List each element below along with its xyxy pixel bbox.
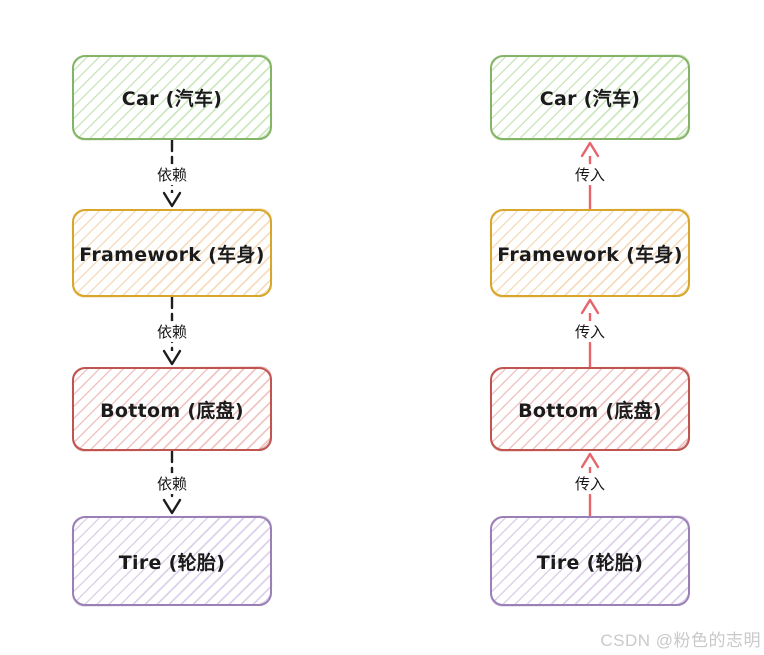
node-framework-injection: Framework (车身) [490,209,690,297]
node-bottom-dependency: Bottom (底盘) [72,367,272,451]
arrow-down-icon [162,297,182,366]
node-label: Bottom (底盘) [518,399,662,422]
injection-edge-3: 传入 [568,451,612,516]
node-framework-dependency: Framework (车身) [72,209,272,297]
injection-edge-1: 传入 [568,140,612,209]
node-label: Tire (轮胎) [536,551,644,574]
dependency-edge-1: 依赖 [150,140,194,209]
node-label: Framework (车身) [497,243,683,266]
node-label: Bottom (底盘) [100,399,244,422]
edge-label: 依赖 [153,321,191,343]
node-car-dependency: Car (汽车) [72,55,272,140]
node-tire-dependency: Tire (轮胎) [72,516,272,606]
dependency-edge-2: 依赖 [150,297,194,367]
arrow-down-icon [162,140,182,208]
dependency-edge-3: 依赖 [150,451,194,516]
node-car-injection: Car (汽车) [490,55,690,140]
edge-label: 依赖 [153,472,191,494]
edge-label: 依赖 [153,163,191,185]
edge-label: 传入 [571,321,609,343]
node-label: Car (汽车) [121,88,223,110]
node-label: Framework (车身) [79,243,265,266]
node-tire-injection: Tire (轮胎) [490,516,690,606]
edge-label: 传入 [571,163,609,185]
watermark: CSDN @粉色的志明 [600,631,761,650]
node-label: Tire (轮胎) [118,551,226,574]
injection-edge-2: 传入 [568,297,612,367]
edge-label: 传入 [571,472,609,494]
node-label: Car (汽车) [539,88,641,110]
node-bottom-injection: Bottom (底盘) [490,367,690,451]
